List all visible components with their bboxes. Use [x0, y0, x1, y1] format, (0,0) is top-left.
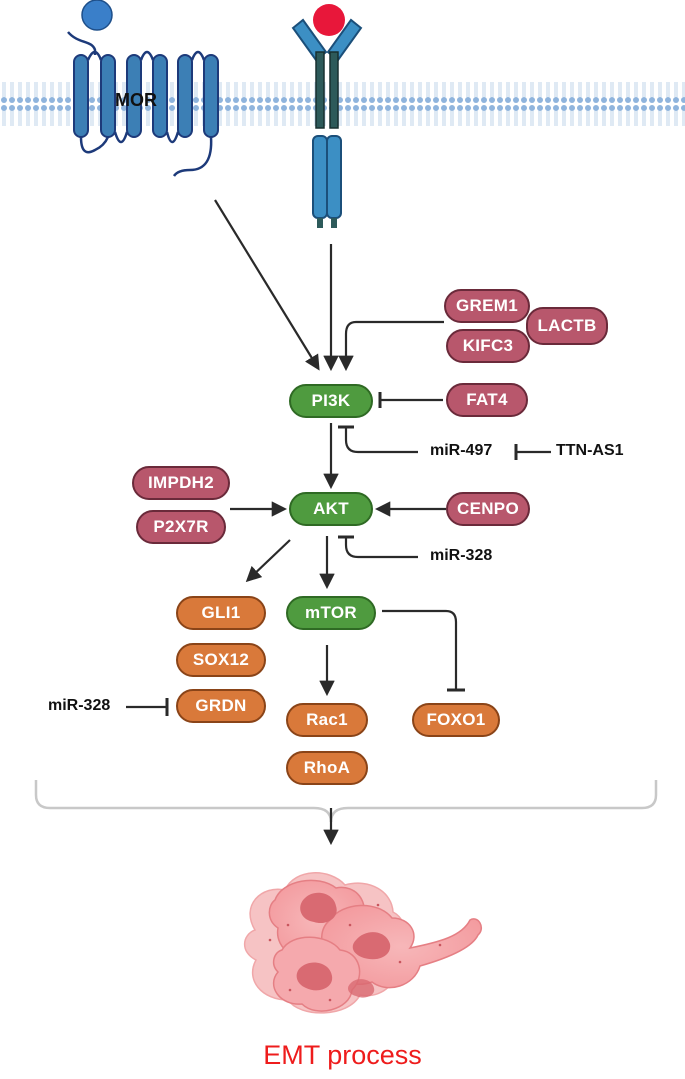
akt-to-gli1-arrow [245, 539, 291, 583]
node-akt: AKT [289, 492, 373, 526]
node-grem1: GREM1 [444, 289, 530, 323]
rtk-ligand [313, 4, 345, 36]
label-mir497: miR-497 [430, 442, 493, 459]
grem1-lactb-kifc3-to-pi3k-arrow [338, 320, 444, 372]
node-rhoa: RhoA [286, 751, 368, 785]
label-ttn-as1: TTN-AS1 [556, 442, 624, 459]
node-gli1: GLI1 [176, 596, 266, 630]
node-kifc3: KIFC3 [446, 329, 530, 363]
mir328-akt-inhibit-line [344, 537, 418, 559]
node-foxo1: FOXO1 [412, 703, 500, 737]
node-cenpo: CENPO [446, 492, 530, 526]
node-pi3k: PI3K [289, 384, 373, 418]
mor-receptor [67, 31, 219, 177]
node-fat4: FAT4 [446, 383, 528, 417]
mor-to-pi3k-arrow [214, 199, 320, 371]
node-rac1: Rac1 [286, 703, 368, 737]
label-mir328-akt: miR-328 [430, 547, 493, 564]
bracket-right [329, 780, 658, 823]
node-lactb: LACTB [526, 307, 608, 345]
bracket-left [34, 780, 333, 823]
emt-process-title: EMT process [263, 1040, 422, 1070]
mor-label: MOR [115, 90, 157, 110]
rtk-receptor [291, 18, 363, 228]
node-p2x7r: P2X7R [136, 510, 226, 544]
node-impdh2: IMPDH2 [132, 466, 230, 500]
node-sox12: SOX12 [176, 643, 266, 677]
emt-cell-cluster [243, 872, 482, 1014]
label-mir328-grdn: miR-328 [48, 697, 111, 714]
node-mtor: mTOR [286, 596, 376, 630]
mtor-inhibit-foxo1-line [382, 609, 458, 690]
mir497-inhibit-line [344, 427, 418, 454]
mor-ligand [81, 0, 113, 31]
node-grdn: GRDN [176, 689, 266, 723]
